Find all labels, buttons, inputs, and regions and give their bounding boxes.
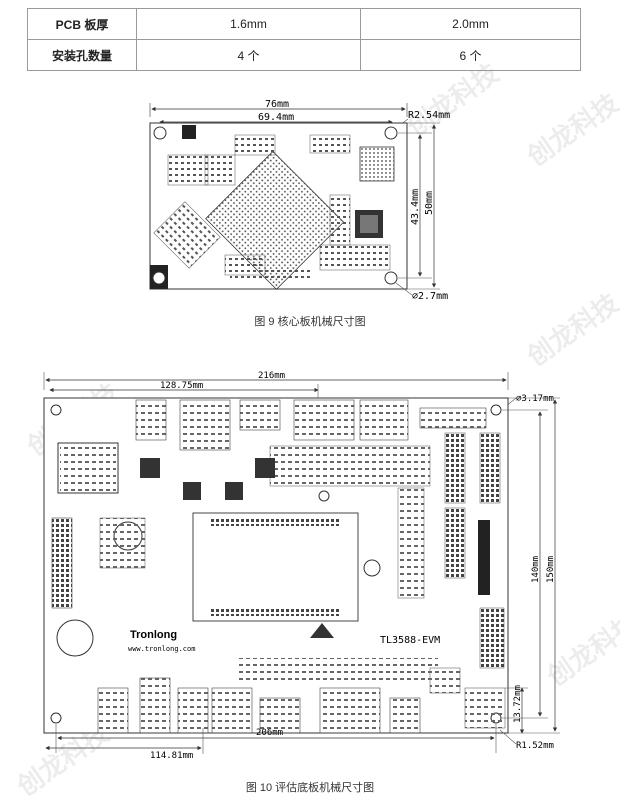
cell-value: 4 个 — [136, 39, 361, 71]
dim-radius: R2.54mm — [408, 110, 450, 121]
rtc-battery — [56, 619, 94, 657]
cell-value: 6 个 — [360, 39, 581, 71]
mounting-hole — [153, 126, 167, 140]
dim-hole: ⌀3.17mm — [516, 394, 554, 404]
table-row: PCB 板厚 1.6mm 2.0mm — [27, 8, 581, 40]
dim-height: 150mm — [546, 556, 556, 583]
cell-value: 2.0mm — [360, 8, 581, 40]
dim-inner-width: 69.4mm — [258, 112, 294, 123]
spec-table: PCB 板厚 1.6mm 2.0mm 安装孔数量 4 个 6 个 — [27, 8, 581, 71]
mounting-hole — [152, 271, 166, 285]
dim-height: 50mm — [424, 191, 435, 215]
mounting-hole — [50, 404, 62, 416]
dim-bottom-offset: 114.81mm — [150, 751, 193, 761]
dim-inner-height: 43.4mm — [410, 189, 421, 225]
mounting-hole — [384, 126, 398, 140]
eval-board-drawing: 216mm 128.75mm ⌀3.17mm Tronlong www.tron… — [43, 371, 560, 761]
mounting-hole — [384, 271, 398, 285]
dim-small: 13.72mm — [513, 685, 523, 723]
cell-value: 1.6mm — [136, 8, 361, 40]
brand-label: Tronlong — [130, 629, 177, 641]
dim-left-offset: 128.75mm — [160, 381, 203, 391]
figure9-caption: 图 9 核心板机械尺寸图 — [254, 316, 366, 328]
mounting-hole — [50, 712, 62, 724]
mounting-hole — [490, 404, 502, 416]
dim-inner-height: 140mm — [531, 556, 541, 583]
figure10-caption: 图 10 评估底板机械尺寸图 — [245, 782, 375, 794]
row-label: 安装孔数量 — [27, 39, 137, 71]
core-board-socket — [192, 512, 359, 622]
dim-bottom-width: 206mm — [256, 728, 283, 738]
table-row: 安装孔数量 4 个 6 个 — [27, 39, 581, 71]
dim-width: 216mm — [258, 371, 285, 381]
board-name-label: TL3588-EVM — [380, 635, 440, 646]
mounting-hole — [318, 490, 330, 502]
core-board-drawing: 76mm 69.4mm R2.54mm 43.4mm 50mm ⌀2.7mm — [149, 99, 450, 302]
website-label: www.tronlong.com — [128, 645, 195, 653]
dim-hole: ⌀2.7mm — [412, 291, 448, 302]
dim-width: 76mm — [265, 99, 289, 110]
dim-radius: R1.52mm — [516, 741, 554, 751]
row-label: PCB 板厚 — [27, 8, 137, 40]
